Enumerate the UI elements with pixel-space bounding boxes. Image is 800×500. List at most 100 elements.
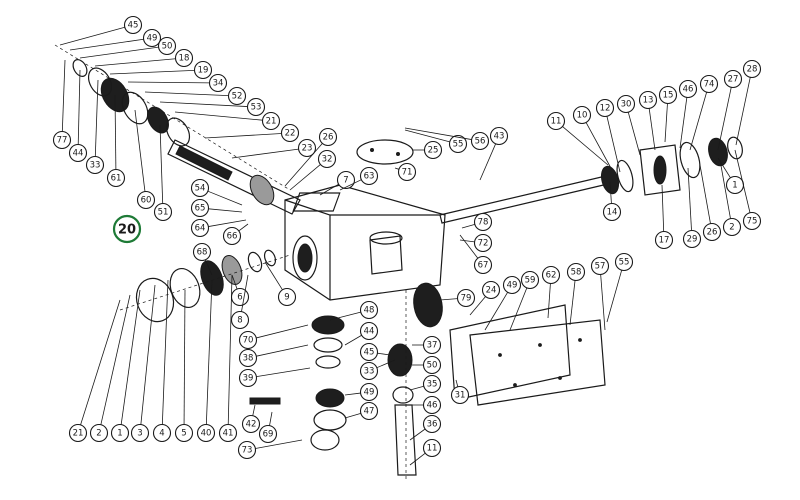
callout-circle xyxy=(174,423,194,443)
callout-circle xyxy=(359,166,379,186)
callout-number: 66 xyxy=(227,232,238,242)
callout-circle xyxy=(481,280,501,300)
callout-leader-line xyxy=(241,274,249,312)
callout-leader-line xyxy=(134,109,146,192)
callout-number: 26 xyxy=(707,228,718,238)
callout-leader-line xyxy=(140,284,156,425)
callout-number: 2 xyxy=(729,223,734,233)
callout-number: 11 xyxy=(551,117,562,127)
callout-number: 74 xyxy=(704,80,715,90)
callout-leader-line xyxy=(409,428,426,441)
callout-leader-line xyxy=(687,167,692,231)
callout-1: 1 xyxy=(110,289,141,443)
callout-number: 28 xyxy=(747,65,758,75)
callout-21: 21 xyxy=(174,111,281,131)
callout-circle xyxy=(336,170,356,190)
callout-circle xyxy=(277,287,297,307)
callout-circle xyxy=(359,382,379,402)
callout-leader-line xyxy=(231,148,299,159)
callout-64: 64 xyxy=(190,218,247,238)
callout-75: 75 xyxy=(734,149,762,231)
callout-leader-line xyxy=(404,127,472,140)
callout-number: 49 xyxy=(147,34,158,44)
callout-circle xyxy=(106,168,126,188)
callout-number: 36 xyxy=(427,420,438,430)
callout-53: 53 xyxy=(159,97,266,117)
callout-circle xyxy=(359,361,379,381)
callout-circle xyxy=(423,140,443,160)
callout-leader-line xyxy=(509,287,528,331)
callout-55: 55 xyxy=(404,129,468,154)
callout-circle xyxy=(153,202,173,222)
callout-number: 25 xyxy=(428,146,439,156)
callout-78: 78 xyxy=(461,212,493,232)
callout-57: 57 xyxy=(590,256,610,331)
callout-number: 15 xyxy=(663,91,674,101)
callout-leader-line xyxy=(547,283,551,319)
callout-25: 25 xyxy=(412,140,443,160)
callout-31: 31 xyxy=(450,379,470,405)
callout-circle xyxy=(227,86,247,106)
callout-leader-line xyxy=(120,289,141,425)
callout-number: 26 xyxy=(323,133,334,143)
callout-circle xyxy=(317,149,337,169)
callout-circle xyxy=(422,395,442,415)
callout-number: 78 xyxy=(478,218,489,228)
callout-43: 43 xyxy=(479,126,509,181)
callout-number: 69 xyxy=(263,430,274,440)
callout-leader-line xyxy=(238,223,249,232)
callout-leader-line xyxy=(719,159,731,219)
callout-32: 32 xyxy=(289,149,337,191)
callout-circle xyxy=(742,211,762,231)
callout-number: 3 xyxy=(137,429,142,439)
callout-circle xyxy=(566,262,586,282)
callout-leader-line xyxy=(94,58,176,67)
callout-number: 6 xyxy=(237,293,242,303)
callout-leader-line xyxy=(344,412,361,419)
callout-leader-line xyxy=(735,77,751,146)
callout-66: 66 xyxy=(222,223,249,246)
callout-number: 38 xyxy=(243,354,254,364)
callout-number: 37 xyxy=(427,341,438,351)
callout-leader-line xyxy=(404,129,450,143)
callout-number: 35 xyxy=(427,380,438,390)
callout-leader-line xyxy=(479,143,496,181)
callout-15: 15 xyxy=(658,85,678,143)
callout-18: 18 xyxy=(94,48,194,68)
callout-number: 53 xyxy=(251,103,262,113)
callout-circle xyxy=(359,321,379,341)
callout-leader-line xyxy=(144,91,229,97)
callout-number: 65 xyxy=(195,204,206,214)
callout-circle xyxy=(682,229,702,249)
callout-leader-line xyxy=(377,352,391,356)
callout-number: 8 xyxy=(237,316,242,326)
callout-number: 47 xyxy=(364,407,375,417)
callout-35: 35 xyxy=(409,374,442,394)
callout-circle xyxy=(110,423,130,443)
callout-circle xyxy=(230,310,250,330)
callout-circle xyxy=(192,242,212,262)
callout-circle xyxy=(595,98,615,118)
callout-circle xyxy=(473,255,493,275)
callout-circle xyxy=(742,59,762,79)
callout-leader-line xyxy=(461,223,475,229)
callout-number: 55 xyxy=(619,258,630,268)
callout-number: 59 xyxy=(525,276,536,286)
callout-10: 10 xyxy=(572,105,613,171)
callout-49: 49 xyxy=(344,382,379,402)
callout-number: 2 xyxy=(96,429,101,439)
callout-71: 71 xyxy=(394,162,417,182)
callout-number: 33 xyxy=(90,161,101,171)
callout-circle xyxy=(359,401,379,421)
callout-number: 45 xyxy=(364,348,375,358)
callout-circle xyxy=(68,143,88,163)
callout-27: 27 xyxy=(717,69,743,151)
callout-circle xyxy=(572,105,592,125)
callout-3: 3 xyxy=(130,284,156,443)
callout-leader-line xyxy=(69,38,144,51)
callout-number: 12 xyxy=(600,104,611,114)
callout-leader-line xyxy=(585,122,613,171)
callout-circle xyxy=(258,424,278,444)
callout-14: 14 xyxy=(602,181,622,222)
callout-leader-line xyxy=(339,179,362,191)
